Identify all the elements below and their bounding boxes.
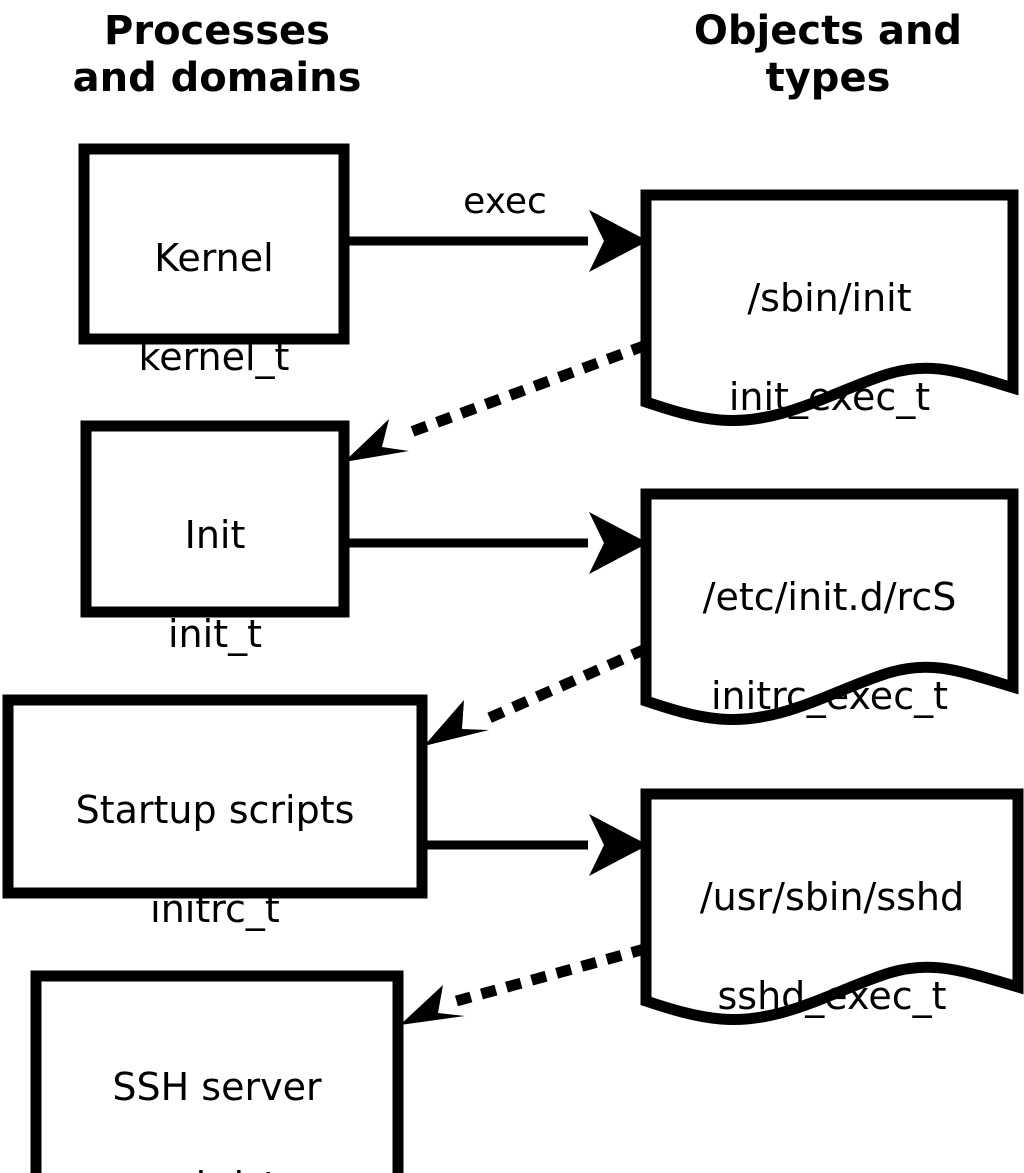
node-label-initrc: Startup scripts initrc_t: [8, 737, 422, 984]
node-label-sshd: SSH server sshd_t: [36, 1014, 398, 1173]
node-label-init_exec: /sbin/init init_exec_t: [646, 225, 1013, 472]
node-label-kernel: Kernel kernel_t: [84, 185, 344, 432]
node-shape-kernel: [78, 143, 350, 345]
node-label-initrc_exec: /etc/init.d/rcS initrc_exec_t: [646, 524, 1013, 771]
node-shape-initrc_exec: [640, 488, 1019, 726]
node-type-init: init_t: [168, 612, 262, 657]
node-name-kernel: Kernel: [154, 236, 274, 281]
node-name-sshd: SSH server: [112, 1065, 322, 1110]
node-shape-sshd_exec: [640, 788, 1024, 1026]
edge-init-exec-initrc_exec: [344, 512, 648, 574]
node-name-initrc: Startup scripts: [75, 788, 355, 833]
node-type-initrc_exec: initrc_exec_t: [711, 674, 948, 719]
edge-initrc-exec-sshd_exec: [422, 814, 648, 876]
node-path-init_exec: /sbin/init: [747, 276, 912, 321]
node-type-kernel: kernel_t: [138, 335, 290, 380]
node-label-sshd_exec: /usr/sbin/sshd sshd_exec_t: [646, 824, 1018, 1071]
edge-initrc_exec-to-initrc: [424, 643, 649, 746]
edge-sshd_exec-to-sshd: [400, 943, 648, 1025]
node-shape-init: [80, 420, 350, 618]
node-shape-init_exec: [640, 189, 1019, 427]
edge-kernel-exec-init_exec: [344, 210, 648, 272]
node-type-init_exec: init_exec_t: [728, 375, 931, 420]
node-label-init: Init init_t: [86, 462, 344, 709]
node-shape-initrc: [2, 694, 428, 899]
node-type-initrc: initrc_t: [150, 887, 280, 932]
edge-label-exec: exec: [463, 181, 547, 222]
node-path-sshd_exec: /usr/sbin/sshd: [699, 875, 965, 920]
node-shape-sshd: [30, 970, 404, 1173]
node-path-initrc_exec: /etc/init.d/rcS: [702, 575, 957, 620]
node-name-init: Init: [184, 513, 246, 558]
column-header-objects: Objects and types: [693, 8, 963, 101]
node-type-sshd_exec: sshd_exec_t: [717, 974, 947, 1019]
node-type-sshd: sshd_t: [36, 1162, 398, 1173]
column-header-processes: Processes and domains: [72, 8, 362, 101]
edge-init_exec-to-init: [344, 339, 649, 462]
